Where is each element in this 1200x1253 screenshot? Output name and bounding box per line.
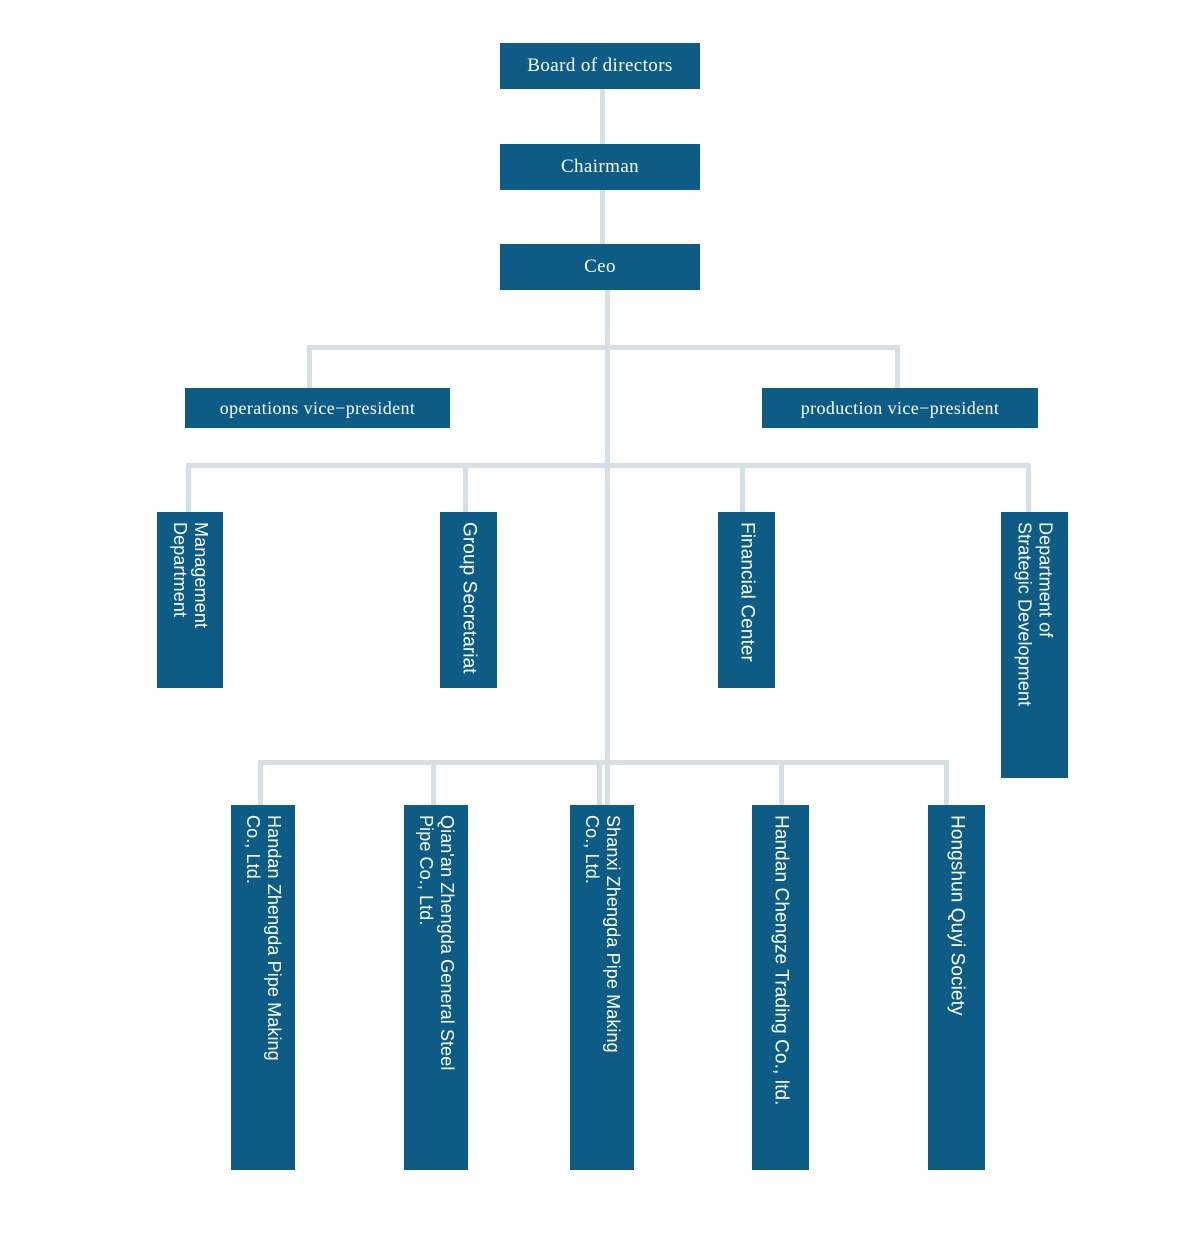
connector-drop-prod-vp [895,345,900,390]
node-ceo[interactable]: Ceo [500,244,700,290]
node-label: Management Department [170,522,212,629]
node-label: Handan Zhengda Pipe Making Co., Ltd. [243,815,285,1061]
node-handan-chengze-trading[interactable]: Handan Chengze Trading Co., ltd. [752,805,809,1170]
connector-drop-group-secretariat [463,463,468,514]
node-label: Ceo [584,256,616,277]
node-label: Qian'an Zhengda General Steel Pipe Co., … [416,815,458,1071]
node-board-of-directors[interactable]: Board of directors [500,43,700,89]
node-operations-vice-president[interactable]: operations vice−president [185,388,450,428]
connector-drop-management-department [186,463,191,514]
node-label: operations vice−president [219,397,416,418]
connector-bus-departments [186,463,1031,468]
connector-drop-sub2 [431,760,436,807]
connector-board-to-chairman [600,89,605,144]
node-financial-center[interactable]: Financial Center [718,512,775,688]
node-label: Chairman [560,156,640,177]
connector-bus-vice-presidents [307,345,900,350]
node-label: Group Secretariat [458,522,480,674]
node-chairman[interactable]: Chairman [500,144,700,190]
node-label: Hongshun Quyi Society [946,815,968,1016]
connector-drop-sub1 [258,760,263,807]
connector-drop-sub3 [597,760,602,807]
node-management-department[interactable]: Management Department [157,512,223,688]
connector-drop-sub4 [779,760,784,807]
node-label: Department of Strategic Development [1014,522,1056,707]
node-production-vice-president[interactable]: production vice−president [762,388,1038,428]
connector-ceo-spine [605,290,610,805]
node-label: Shanxi Zhengda Pipe Making Co., Ltd. [582,815,624,1053]
connector-drop-financial-center [740,463,745,514]
connector-chairman-to-ceo [600,190,605,244]
node-group-secretariat[interactable]: Group Secretariat [440,512,497,688]
node-department-of-strategic-development[interactable]: Department of Strategic Development [1001,512,1068,778]
node-label: Board of directors [527,55,673,76]
node-hongshun-quyi-society[interactable]: Hongshun Quyi Society [928,805,985,1170]
node-qianan-zhengda-general-steel-pipe[interactable]: Qian'an Zhengda General Steel Pipe Co., … [404,805,468,1170]
node-label: Financial Center [736,522,758,662]
node-label: Handan Chengze Trading Co., ltd. [770,815,792,1106]
node-label: production vice−president [800,397,1000,418]
connector-bus-subsidiaries [258,760,948,765]
connector-drop-sub5 [944,760,949,807]
node-handan-zhengda-pipe-making[interactable]: Handan Zhengda Pipe Making Co., Ltd. [231,805,295,1170]
connector-drop-ops-vp [307,345,312,390]
connector-drop-strategic-development [1026,463,1031,514]
node-shanxi-zhengda-pipe-making[interactable]: Shanxi Zhengda Pipe Making Co., Ltd. [570,805,634,1170]
